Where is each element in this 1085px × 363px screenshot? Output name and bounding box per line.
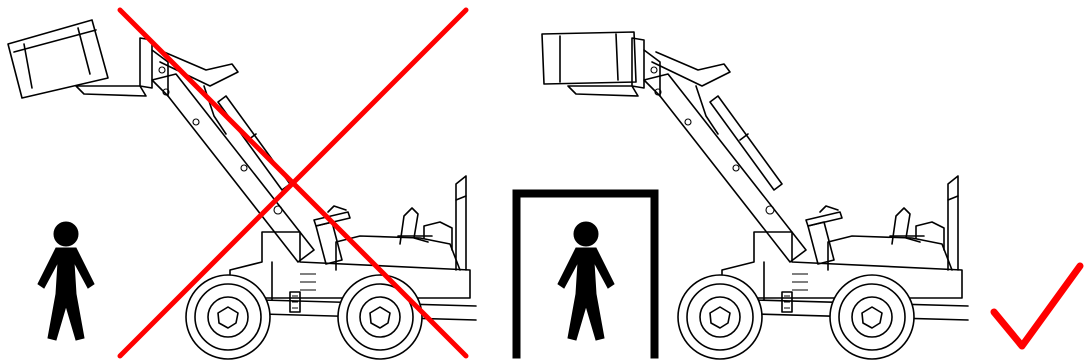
correct-scene	[513, 32, 1080, 359]
load-icon	[542, 32, 636, 84]
person-icon	[38, 222, 94, 340]
person-icon	[558, 222, 614, 340]
cross-mark-icon	[120, 10, 466, 356]
wheel-loader-icon	[568, 38, 968, 359]
incorrect-scene	[8, 10, 476, 359]
check-mark-icon	[994, 266, 1080, 346]
